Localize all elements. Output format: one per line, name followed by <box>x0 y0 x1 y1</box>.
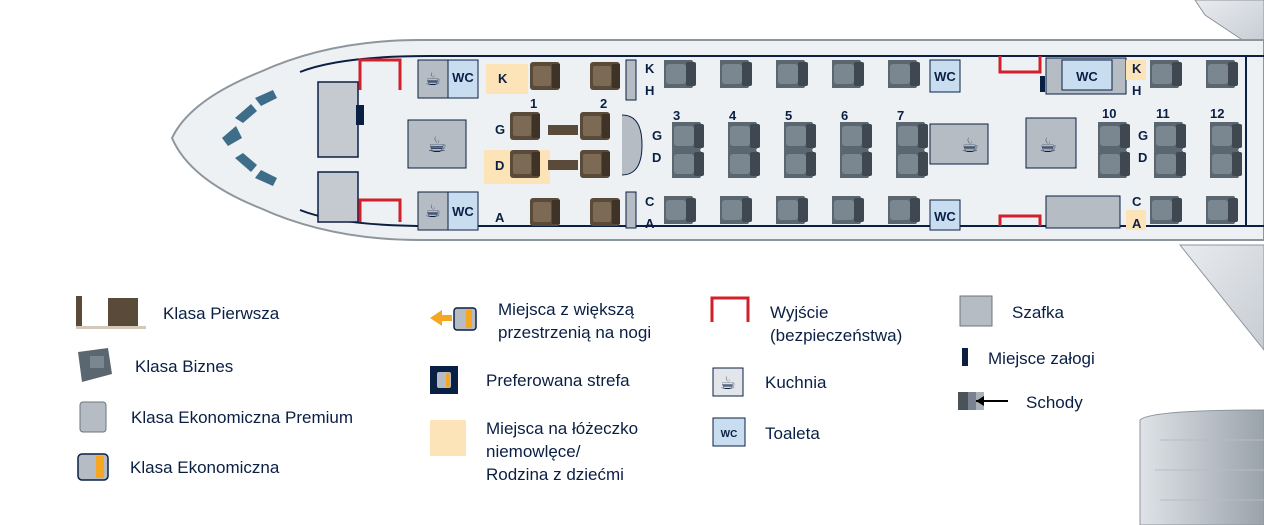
svg-text:10: 10 <box>1102 106 1116 121</box>
svg-text:☕: ☕ <box>425 201 441 221</box>
legend-closet-icon <box>959 295 993 327</box>
legend-crew-seat: Miejsce załogi <box>988 349 1095 368</box>
legend-bassinet-1: Miejsca na łóżeczko <box>486 419 639 438</box>
legend-toilet: Toaleta <box>765 424 820 443</box>
svg-text:WC: WC <box>721 429 738 440</box>
svg-text:2: 2 <box>600 96 607 111</box>
svg-text:A: A <box>495 210 505 225</box>
svg-text:☕: ☕ <box>720 373 736 393</box>
svg-text:A: A <box>1132 216 1142 231</box>
svg-text:☕: ☕ <box>961 135 979 157</box>
exit-front-top <box>358 58 402 90</box>
legend-exit-1: Wyjście <box>770 303 829 322</box>
svg-text:WC: WC <box>934 209 956 224</box>
legend-preferred-zone-icon <box>430 366 458 394</box>
wc-label: WC <box>452 70 474 85</box>
legend-closet: Szafka <box>1012 303 1064 322</box>
legend-toilet-icon: WC <box>712 417 746 447</box>
svg-text:D: D <box>652 150 661 165</box>
svg-text:4: 4 <box>729 108 737 123</box>
legend-stairs: Schody <box>1026 393 1083 412</box>
legend-preferred-zone: Preferowana strefa <box>486 371 630 390</box>
svg-text:☕: ☕ <box>427 132 447 157</box>
svg-text:WC: WC <box>934 69 956 84</box>
svg-text:☕: ☕ <box>1039 135 1057 157</box>
svg-text:K: K <box>645 61 655 76</box>
svg-text:WC: WC <box>1076 69 1098 84</box>
wing-bottom <box>1178 244 1264 351</box>
legend-business-class: Klasa Biznes <box>135 357 234 376</box>
legend-economy: Klasa Ekonomiczna <box>130 458 280 477</box>
legend-first-class: Klasa Pierwsza <box>163 304 280 323</box>
svg-text:7: 7 <box>897 108 904 123</box>
cockpit-windows <box>222 90 277 186</box>
legend-bassinet-2: niemowlęce/ <box>486 442 581 461</box>
legend-exit-2: (bezpieczeństwa) <box>770 326 903 345</box>
legend-bassinet-icon <box>430 420 466 456</box>
svg-text:3: 3 <box>673 108 680 123</box>
svg-text:1: 1 <box>530 96 537 111</box>
legend-economy-icon <box>77 453 109 481</box>
legend-premium-economy-icon <box>79 401 107 433</box>
svg-text:D: D <box>1138 150 1147 165</box>
legend-stairs-icon <box>958 392 1008 410</box>
legend-first-class-icon <box>76 296 146 329</box>
legend-business-icon <box>78 348 112 382</box>
legend-premium-economy: Klasa Ekonomiczna Premium <box>131 408 354 427</box>
legend-extra-legroom-2: przestrzenią na nogi <box>498 323 652 342</box>
svg-text:G: G <box>652 128 662 143</box>
svg-text:A: A <box>645 216 655 231</box>
legend-crew-seat-icon <box>962 348 968 366</box>
exit-front-bottom <box>358 198 402 222</box>
wing-top <box>1194 0 1264 46</box>
svg-text:6: 6 <box>841 108 848 123</box>
svg-text:C: C <box>1132 194 1142 209</box>
svg-text:K: K <box>1132 61 1142 76</box>
svg-text:12: 12 <box>1210 106 1224 121</box>
legend-extra-legroom-icon <box>430 307 477 331</box>
svg-text:H: H <box>645 83 654 98</box>
svg-text:5: 5 <box>785 108 792 123</box>
galley-icon: ☕ <box>425 69 441 89</box>
svg-text:WC: WC <box>452 204 474 219</box>
legend-extra-legroom-1: Miejsca z większą <box>498 300 635 319</box>
svg-text:11: 11 <box>1156 106 1170 121</box>
svg-text:H: H <box>1132 83 1141 98</box>
legend-galley-icon: ☕ <box>712 367 744 397</box>
svg-text:K: K <box>498 71 508 86</box>
engine <box>1139 409 1264 525</box>
legend-galley: Kuchnia <box>765 373 827 392</box>
svg-text:D: D <box>495 158 504 173</box>
svg-text:C: C <box>645 194 655 209</box>
svg-text:G: G <box>495 122 505 137</box>
legend-bassinet-3: Rodzina z dziećmi <box>486 465 624 484</box>
legend-exit-icon <box>710 296 750 322</box>
svg-text:G: G <box>1138 128 1148 143</box>
